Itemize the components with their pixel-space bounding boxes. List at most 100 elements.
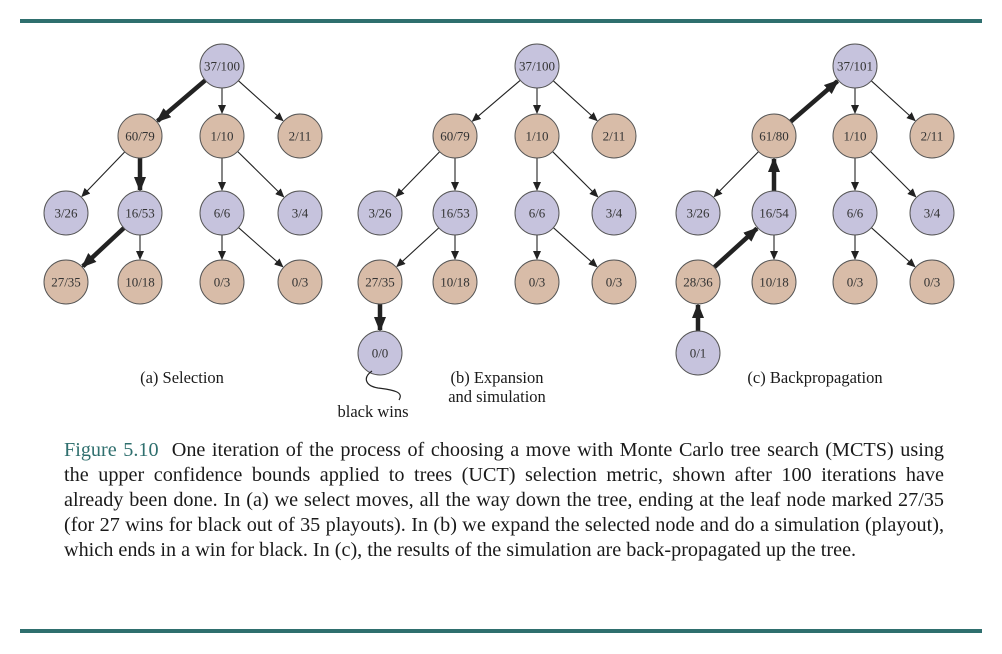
tree-node-p1-n1 <box>432 113 478 159</box>
node-label-p0-n5: 16/53 <box>125 206 155 221</box>
tree-node-p0-n9 <box>117 259 163 305</box>
node-label-p2-n2: 1/10 <box>843 129 866 144</box>
bottom-rule <box>20 629 982 633</box>
tree-node-p0-n8 <box>43 259 89 305</box>
tree-edge-p2-n1-n4 <box>713 151 759 198</box>
node-label-p2-n3: 2/11 <box>921 129 944 144</box>
tree-node-p0-n7 <box>277 190 323 236</box>
tree-node-p2-n10 <box>832 259 878 305</box>
tree-node-p1-n4 <box>357 190 403 236</box>
tree-edge-p2-n2-n7 <box>870 151 917 198</box>
tree-edge-p1-n1-n4 <box>395 151 441 198</box>
node-label-p2-n4: 3/26 <box>686 206 710 221</box>
tree-node-p0-n10 <box>199 259 245 305</box>
node-label-p2-n8: 28/36 <box>683 275 713 290</box>
node-label-p2-n11: 0/3 <box>924 275 941 290</box>
tree-node-p2-n3 <box>909 113 955 159</box>
node-label-p1-n7: 3/4 <box>606 206 623 221</box>
node-label-p0-n3: 2/11 <box>289 129 312 144</box>
node-label-p0-n7: 3/4 <box>292 206 309 221</box>
node-label-p1-n2: 1/10 <box>525 129 548 144</box>
tree-node-p0-n3 <box>277 113 323 159</box>
tree-node-p0-n5 <box>117 190 163 236</box>
tree-node-p2-n9 <box>751 259 797 305</box>
tree-node-p2-n8 <box>675 259 721 305</box>
panel-caption-p1-line0: (b) Expansion <box>450 368 543 387</box>
simulation-squiggle <box>365 370 401 401</box>
tree-node-p0-n4 <box>43 190 89 236</box>
figure-caption-text: One iteration of the process of choosing… <box>64 439 945 561</box>
tree-node-p1-n9 <box>432 259 478 305</box>
panel-caption-p0-line0: (a) Selection <box>140 368 224 387</box>
node-label-p0-n1: 60/79 <box>125 129 155 144</box>
node-label-p0-n2: 1/10 <box>210 129 233 144</box>
tree-edge-p1-n5-n8 <box>396 227 440 268</box>
tree-edge-p1-root-n3 <box>552 80 598 122</box>
highlighted-edge-p0-n5-n8 <box>81 226 126 268</box>
node-label-p0-root: 37/100 <box>204 59 240 74</box>
tree-node-p0-n6 <box>199 190 245 236</box>
node-label-p1-n3: 2/11 <box>603 129 626 144</box>
tree-edge-p1-root-n1 <box>471 79 521 122</box>
node-label-p1-root: 37/100 <box>519 59 555 74</box>
tree-node-p1-n2 <box>514 113 560 159</box>
top-rule <box>20 19 982 23</box>
tree-edge-p1-n2-n7 <box>552 151 599 198</box>
tree-edge-p0-root-n3 <box>238 80 284 122</box>
node-label-p0-n4: 3/26 <box>54 206 78 221</box>
node-label-p2-n5: 16/54 <box>759 206 789 221</box>
tree-node-p1-n8 <box>357 259 403 305</box>
node-label-p2-n1: 61/80 <box>759 129 789 144</box>
tree-node-p1-n11 <box>591 259 637 305</box>
black-wins-label: black wins <box>337 402 408 421</box>
tree-node-p2-n1 <box>751 113 797 159</box>
tree-edge-p0-n2-n7 <box>237 151 285 198</box>
tree-node-p2-root <box>832 43 878 89</box>
tree-node-p1-n12 <box>357 330 403 376</box>
tree-node-p0-n1 <box>117 113 163 159</box>
tree-edge-p0-n1-n4 <box>81 151 126 198</box>
highlighted-edge-p2-n1-root <box>789 79 840 124</box>
tree-nodes: 37/100 60/79 1/10 2/11 3/26 16/53 6/6 3/4 27/35 1… <box>43 43 955 376</box>
tree-node-p2-n4 <box>675 190 721 236</box>
tree-node-p1-n5 <box>432 190 478 236</box>
node-label-p0-n8: 27/35 <box>51 275 81 290</box>
node-label-p0-n6: 6/6 <box>214 206 231 221</box>
tree-node-p2-n11 <box>909 259 955 305</box>
tree-node-p0-root <box>199 43 245 89</box>
panel-caption-p2-line0: (c) Backpropagation <box>747 368 882 387</box>
node-label-p1-n11: 0/3 <box>606 275 623 290</box>
node-label-p1-n9: 10/18 <box>440 275 470 290</box>
panel-caption-p1-line1: and simulation <box>448 387 546 406</box>
node-label-p2-root: 37/101 <box>837 59 873 74</box>
tree-node-p2-n5 <box>751 190 797 236</box>
node-label-p1-n5: 16/53 <box>440 206 470 221</box>
tree-edge-p1-n6-n11 <box>553 227 598 268</box>
node-label-p2-n7: 3/4 <box>924 206 941 221</box>
highlighted-edge-p2-n8-n5 <box>712 226 759 269</box>
tree-node-p0-n11 <box>277 259 323 305</box>
node-label-p1-n12: 0/0 <box>372 346 389 361</box>
tree-node-p2-n7 <box>909 190 955 236</box>
tree-node-p1-root <box>514 43 560 89</box>
node-label-p0-n11: 0/3 <box>292 275 309 290</box>
tree-node-p0-n2 <box>199 113 245 159</box>
node-label-p2-n10: 0/3 <box>847 275 864 290</box>
node-label-p1-n1: 60/79 <box>440 129 470 144</box>
tree-edge-p2-n6-n11 <box>871 227 916 268</box>
tree-edge-p2-root-n3 <box>870 80 916 122</box>
node-label-p2-n6: 6/6 <box>847 206 864 221</box>
tree-edges <box>81 78 917 332</box>
tree-node-p1-n3 <box>591 113 637 159</box>
node-label-p1-n4: 3/26 <box>368 206 392 221</box>
tree-node-p1-n7 <box>591 190 637 236</box>
node-label-p1-n10: 0/3 <box>529 275 546 290</box>
node-label-p0-n10: 0/3 <box>214 275 231 290</box>
tree-node-p1-n10 <box>514 259 560 305</box>
node-label-p0-n9: 10/18 <box>125 275 155 290</box>
tree-node-p1-n6 <box>514 190 560 236</box>
tree-edge-p0-n6-n11 <box>238 227 284 268</box>
figure-caption: Figure 5.10 One iteration of the process… <box>64 438 944 563</box>
tree-node-p2-n12 <box>675 330 721 376</box>
